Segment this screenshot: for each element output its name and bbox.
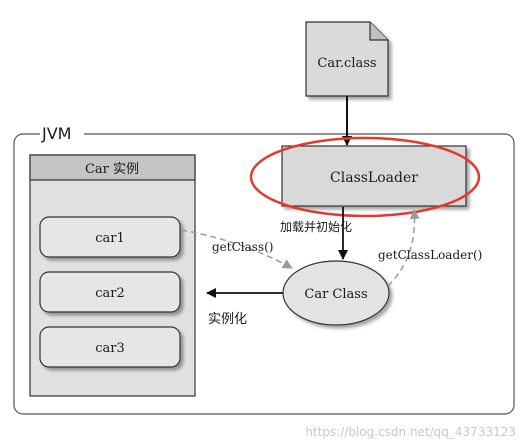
- instance-car3-label: car3: [95, 341, 125, 356]
- arrow-getclass: [180, 229, 293, 269]
- edge-getclassloader-label: getClassLoader(): [378, 248, 482, 262]
- classloader-box: [281, 145, 467, 207]
- instance-car1-label: car1: [95, 231, 125, 246]
- instance-car2-label: car2: [95, 286, 125, 301]
- instance-car1: [39, 216, 181, 258]
- instance-car2: [39, 271, 181, 313]
- jvm-label: JVM: [41, 124, 71, 143]
- watermark-text: https://blog.csdn.net/qq_43733123: [305, 425, 516, 439]
- instance-panel-header: [29, 154, 196, 181]
- class-file-label: Car.class: [317, 56, 376, 71]
- class-file-icon: [305, 21, 389, 97]
- car-class-label: Car Class: [304, 287, 367, 302]
- instance-car3: [39, 326, 181, 368]
- edge-getclass-label: getClass(): [212, 240, 273, 254]
- arrow-getclassloader: [387, 209, 420, 287]
- edge-load-init-label: 加载并初始化: [280, 220, 352, 234]
- classloader-label: ClassLoader: [330, 170, 418, 186]
- classloader-highlight-ellipse: [249, 136, 481, 218]
- edge-instantiate-label: 实例化: [208, 312, 247, 327]
- instance-panel-title: Car 实例: [85, 162, 139, 177]
